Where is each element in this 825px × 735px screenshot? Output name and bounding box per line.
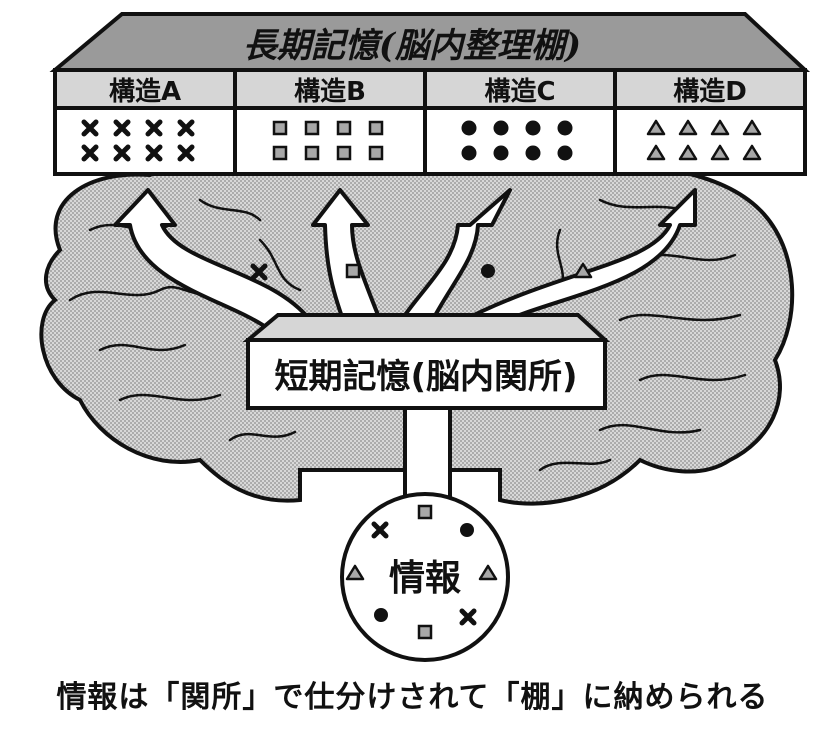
arrow-to-shelf-b: [311, 188, 382, 327]
info-cross-icon: [459, 608, 477, 626]
info-cross-icon: [371, 521, 389, 539]
arrow-triangle-icon: [573, 262, 593, 279]
caption: 情報は「関所」で仕分けされて「棚」に納められる: [56, 680, 769, 715]
shelf-label-a: 構造A: [109, 77, 181, 107]
shelf-b-square-icons: [272, 120, 384, 161]
shelf-label-c: 構造C: [484, 77, 555, 107]
info-triangle-icon: [478, 564, 498, 581]
shelf-label-b: 構造B: [294, 77, 366, 107]
short-term-label: 短期記憶(脳内関所): [274, 357, 577, 397]
arrow-circle-icon: [481, 264, 495, 278]
long-term-title: 長期記憶(脳内整理棚): [243, 26, 581, 66]
shelf-d-triangle-icons: [646, 119, 762, 161]
sorting-arrows: [113, 188, 697, 332]
info-square-icon: [417, 504, 433, 520]
info-triangle-icon: [345, 564, 365, 581]
long-term-memory-shelf: 長期記憶(脳内整理棚) 構造A 構造B 構造C 構造D: [49, 12, 811, 176]
shelf-a-cross-icons: [81, 119, 195, 162]
information-circle: 情報: [340, 492, 510, 662]
arrow-cross-icon: [250, 263, 268, 281]
arrow-to-shelf-c: [398, 188, 512, 327]
arrow-symbols: [250, 262, 593, 281]
gate-box: [246, 338, 607, 410]
arrow-square-icon: [345, 263, 361, 279]
info-circle-icon: [460, 523, 474, 537]
shelf-label-d: 構造D: [673, 77, 747, 107]
arrow-to-shelf-d: [458, 188, 697, 327]
info-circle-icon: [374, 608, 388, 622]
info-label: 情報: [389, 558, 461, 599]
shelf-c-circle-icons: [461, 120, 573, 161]
gate-roof: [242, 313, 611, 342]
info-square-icon: [417, 624, 433, 640]
